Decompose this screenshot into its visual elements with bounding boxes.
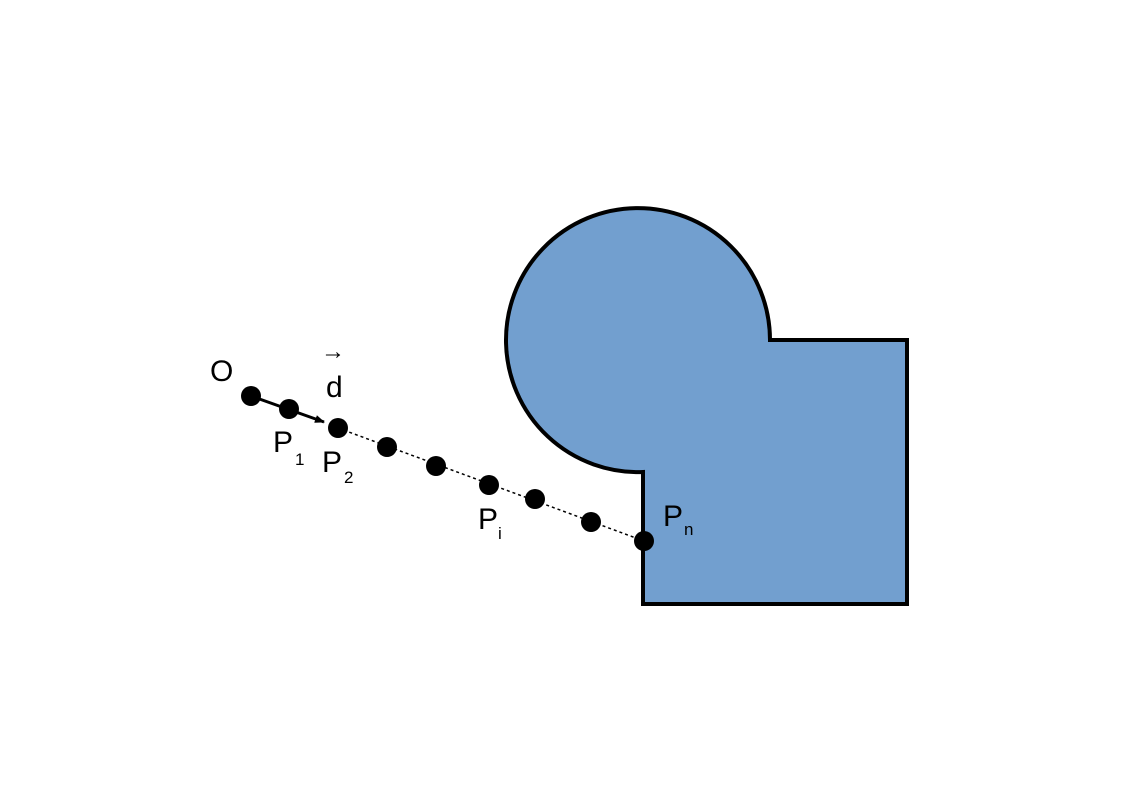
pi-label-base: P: [478, 503, 498, 536]
p2-label-subscript: 2: [344, 468, 353, 487]
origin-point: [241, 386, 261, 406]
p1-label-base: P: [273, 426, 293, 459]
p1-label: P: [273, 426, 293, 459]
point-pn: [634, 531, 654, 551]
pn-label-base: P: [663, 500, 683, 533]
pn-label: P: [663, 500, 683, 533]
ray-point: [525, 489, 545, 509]
origin-label: O: [210, 355, 233, 388]
scene-shape: [504, 206, 909, 606]
direction-vector-label: d: [326, 371, 343, 404]
point-p2: [328, 418, 348, 438]
pi-label: P: [478, 503, 498, 536]
point-pi: [479, 475, 499, 495]
p1-label-subscript: 1: [295, 450, 304, 469]
ray-point: [581, 512, 601, 532]
ray-point: [377, 437, 397, 457]
point-p1: [279, 399, 299, 419]
ray-point: [426, 456, 446, 476]
pi-label-subscript: i: [498, 524, 502, 543]
direction-arrow-glyph: →: [321, 338, 345, 365]
pn-label-subscript: n: [684, 520, 693, 539]
p2-label-base: P: [322, 446, 342, 479]
p2-label: P: [322, 446, 342, 479]
